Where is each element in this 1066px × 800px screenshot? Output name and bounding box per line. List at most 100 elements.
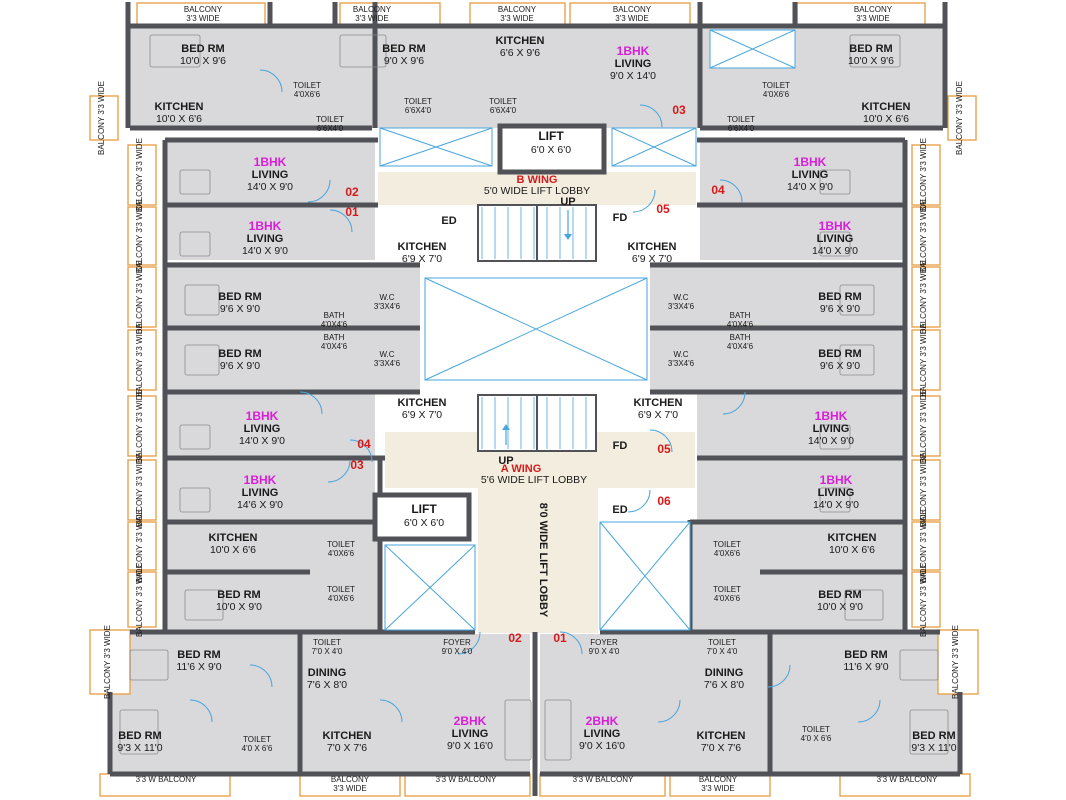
side-balcony-3: BALCONY 3'3 WIDE: [135, 138, 144, 212]
flat-number-04-6: 04: [357, 437, 371, 451]
furniture-icon: [844, 589, 884, 621]
room-46-label: KITCHEN: [828, 532, 877, 544]
side-balcony-6: BALCONY 3'3 WIDE: [135, 323, 144, 397]
room-19-label: LIFT: [538, 129, 564, 143]
room-12-size: 6'6X4'0: [405, 106, 432, 115]
side-balcony-16: BALCONY 3'3 WIDE: [919, 453, 928, 527]
room-4-label: BALCONY: [613, 5, 652, 14]
room-74-width: 3'3 WIDE: [701, 784, 735, 793]
door-swing-icon: [189, 699, 213, 723]
side-balcony-15: BALCONY 3'3 WIDE: [919, 389, 928, 463]
furniture-icon: [849, 34, 901, 68]
room-65-size: 7'0 X 7'6: [327, 742, 367, 754]
room-74-label: BALCONY: [699, 775, 738, 784]
room-57-label: FOYER: [443, 638, 471, 647]
stair-up-a: UP: [498, 455, 513, 467]
shaft-fd-b: FD: [613, 212, 628, 224]
room-5-width: 3'3 WIDE: [856, 14, 890, 23]
room-33-size: 3'3X4'6: [668, 359, 695, 368]
room-56-label: TOILET: [708, 638, 736, 647]
lift-shaft-icon: [372, 492, 472, 542]
room-43-size: 14'0 X 9'0: [813, 499, 859, 511]
door-swing-icon: [349, 439, 373, 463]
room-48-size: 4'0X6'6: [714, 549, 741, 558]
shaft-fd-a: FD: [613, 440, 628, 452]
room-58-label: FOYER: [590, 638, 618, 647]
walls: [107, 2, 963, 796]
room-54-label: BED RM: [844, 649, 887, 661]
room-14-label: TOILET: [762, 81, 790, 90]
room-32-size: 3'3X4'6: [374, 359, 401, 368]
furniture: [119, 34, 949, 761]
side-balcony-11: BALCONY 3'3 WIDE: [919, 138, 928, 212]
door-swing-icon: [767, 664, 791, 688]
side-balcony-4: BALCONY 3'3 WIDE: [135, 199, 144, 273]
room-5-label: BALCONY: [854, 5, 893, 14]
room-21-size: 14'0 X 9'0: [787, 181, 833, 193]
room-59-size: 7'6 X 8'0: [307, 679, 347, 691]
furniture-icon: [184, 344, 220, 376]
room-28-size: 9'6 X 9'0: [220, 360, 260, 372]
room-46-size: 10'0 X 6'6: [829, 544, 875, 556]
room-9-type: 1BHK: [617, 44, 650, 58]
room-43-type: 1BHK: [820, 473, 853, 487]
room-62-size: 9'3 X 11'0: [911, 742, 956, 754]
door-swing-icon: [639, 104, 663, 128]
room-51-label: BED RM: [217, 589, 260, 601]
room-27-size: 9'6 X 9'0: [820, 303, 860, 315]
room-54-size: 11'6 X 9'0: [843, 661, 888, 673]
side-balcony-2: BALCONY 3'3 WIDE: [955, 81, 964, 155]
furniture-icon: [909, 709, 949, 755]
room-30-size: 3'3X4'6: [374, 302, 401, 311]
lobby-central-desc: 8'0 WIDE LIFT LOBBY: [537, 503, 549, 618]
side-balcony-1: BALCONY 3'3 WIDE: [97, 81, 106, 155]
furniture-icon: [504, 699, 532, 761]
room-11-label: TOILET: [293, 81, 321, 90]
side-balcony-7: BALCONY 3'3 WIDE: [135, 389, 144, 463]
room-8-label: KITCHEN: [496, 35, 545, 47]
side-balcony-10: BALCONY 3'3 WIDE: [135, 563, 144, 637]
side-balcony-14: BALCONY 3'3 WIDE: [919, 323, 928, 397]
stair-up-b: UP: [560, 196, 575, 208]
staircase-icon: [477, 394, 597, 452]
side-balcony-19: BALCONY 3'3 WIDE: [103, 625, 112, 699]
door-swing-icon: [249, 664, 273, 688]
furniture-icon: [179, 487, 211, 513]
side-balcony-9: BALCONY 3'3 WIDE: [135, 509, 144, 583]
room-72-label: 3'3 W BALCONY: [877, 775, 938, 784]
room-73-label: BALCONY: [331, 775, 370, 784]
room-52-size: 10'0 X 9'0: [817, 601, 863, 613]
room-38-label: KITCHEN: [398, 397, 447, 409]
room-20-type: 1BHK: [254, 155, 287, 169]
flat-number-06-9: 06: [657, 494, 671, 508]
room-20-label: LIVING: [252, 169, 289, 181]
room-23-label: LIVING: [817, 233, 854, 245]
door-swing-icon: [259, 69, 283, 93]
room-21-type: 1BHK: [794, 155, 827, 169]
room-53-size: 11'6 X 9'0: [176, 661, 221, 673]
room-61-label: BED RM: [118, 730, 161, 742]
door-swing-icon: [857, 699, 881, 723]
side-balcony-18: BALCONY 3'3 WIDE: [919, 563, 928, 637]
room-44-label: LIFT: [411, 502, 437, 516]
room-13-label: TOILET: [489, 97, 517, 106]
furniture-icon: [819, 487, 851, 513]
furniture-icon: [819, 169, 851, 195]
lobby-b-wing-title: B WING: [517, 174, 558, 186]
room-37-size: 4'0X4'6: [727, 342, 754, 351]
room-4-width: 3'3 WIDE: [615, 14, 649, 23]
door-swing-icon: [299, 391, 323, 415]
room-45-label: KITCHEN: [209, 532, 258, 544]
room-8-size: 6'6 X 9'6: [500, 47, 540, 59]
room-19-size: 6'0 X 6'0: [531, 144, 571, 156]
flat-number-05-5: 05: [656, 202, 670, 216]
staircase-icon: [477, 204, 597, 262]
room-55-label: TOILET: [313, 638, 341, 647]
room-2-width: 3'3 WIDE: [355, 14, 389, 23]
room-6-size: 10'0 X 9'6: [180, 55, 226, 67]
room-7-label: BED RM: [382, 43, 425, 55]
room-67-label: LIVING: [452, 728, 489, 740]
room-66-size: 7'0 X 7'6: [701, 742, 741, 754]
room-18-label: KITCHEN: [862, 101, 911, 113]
